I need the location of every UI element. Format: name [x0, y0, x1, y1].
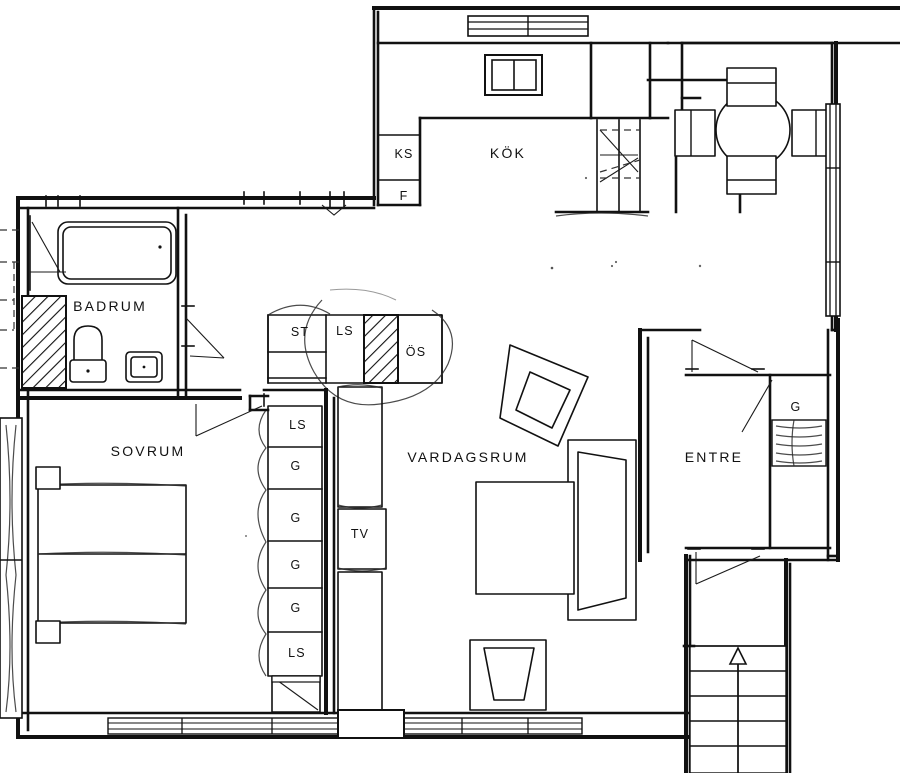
window-left-strip: [0, 417, 23, 719]
pencil-draft-mark: [329, 288, 397, 301]
door-bathroom[interactable]: [29, 215, 66, 291]
bedroom-zone: [0, 397, 339, 735]
kitchen-window-recess: [484, 54, 543, 96]
closet-g-rail: [771, 419, 827, 467]
room-label-vardagsrum: VARDAGSRUM: [407, 449, 528, 465]
door-kitchen-dining[interactable]: [596, 119, 641, 213]
window-kitchen-top: [467, 15, 589, 37]
cabinet-label-g-entre: G: [791, 400, 802, 414]
hatched-wall-segment: [21, 295, 67, 389]
room-label-entre: ENTRE: [685, 449, 743, 465]
nightstand-top: [35, 466, 61, 490]
cabinet-label-g-3: G: [291, 558, 302, 572]
window-right-tall: [825, 103, 841, 317]
cabinet-label-g-2: G: [291, 511, 302, 525]
armchair-top: [499, 344, 589, 447]
cabinet-bottom-door[interactable]: [271, 675, 321, 713]
cabinet-labels: KS F ST LS ÖS LS G G G G LS TV G: [288, 147, 802, 660]
window-bottom-right: [401, 717, 583, 735]
wall-stub-bottom: [337, 709, 405, 739]
door-bathroom-hall[interactable]: [181, 305, 225, 359]
cabinet-label-ls-2: LS: [288, 646, 306, 660]
door-entre-bottom[interactable]: [687, 548, 765, 585]
cabinet-label-st: ST: [291, 325, 309, 339]
wardrobe-door-zigzag: [257, 409, 267, 677]
nightstand-bottom: [35, 620, 61, 644]
staircase: [682, 644, 787, 773]
livingroom-zone: [469, 328, 702, 711]
bathroom-zone: [0, 191, 347, 400]
double-bed: [37, 482, 187, 625]
toilet: [69, 325, 107, 383]
kitchen-zone: [376, 15, 742, 217]
sofa: [567, 439, 637, 621]
cabinet-label-ls-1: LS: [289, 418, 307, 432]
cabinet-label-tv: TV: [351, 527, 369, 541]
room-label-sovrum: SOVRUM: [111, 443, 186, 459]
cabinet-label-f: F: [400, 189, 409, 203]
wardrobe-column: [248, 388, 336, 715]
cabinet-label-ls-top: LS: [336, 324, 354, 338]
construction-dashes: [0, 229, 22, 369]
cabinet-label-os: ÖS: [406, 345, 426, 359]
armchair-bottom: [469, 639, 547, 711]
hatched-closet-wall: [363, 314, 399, 384]
cabinet-label-g-1: G: [291, 459, 302, 473]
door-closet-g[interactable]: [741, 379, 773, 433]
room-labels: KÖK BADRUM SOVRUM VARDAGSRUM ENTRE: [73, 144, 743, 465]
dining-zone: [674, 41, 841, 317]
wall-tick-marks: [45, 191, 347, 216]
cabinet-label-g-4: G: [291, 601, 302, 615]
bathtub: [57, 221, 177, 285]
room-label-kok: KÖK: [490, 144, 526, 161]
pencil-speckles: [245, 176, 702, 537]
door-entre-top[interactable]: [685, 339, 765, 373]
closet-block-upper: [267, 288, 454, 406]
window-bottom-left: [107, 717, 339, 735]
washbasin: [125, 351, 163, 383]
coffee-table: [475, 481, 575, 595]
door-bedroom[interactable]: [189, 397, 263, 437]
entre-zone: [684, 339, 832, 585]
stair-up-arrow: [728, 646, 748, 773]
pencil-draft-circle-1: [304, 299, 454, 406]
room-label-badrum: BADRUM: [73, 298, 147, 314]
cabinet-label-ks: KS: [394, 147, 413, 161]
